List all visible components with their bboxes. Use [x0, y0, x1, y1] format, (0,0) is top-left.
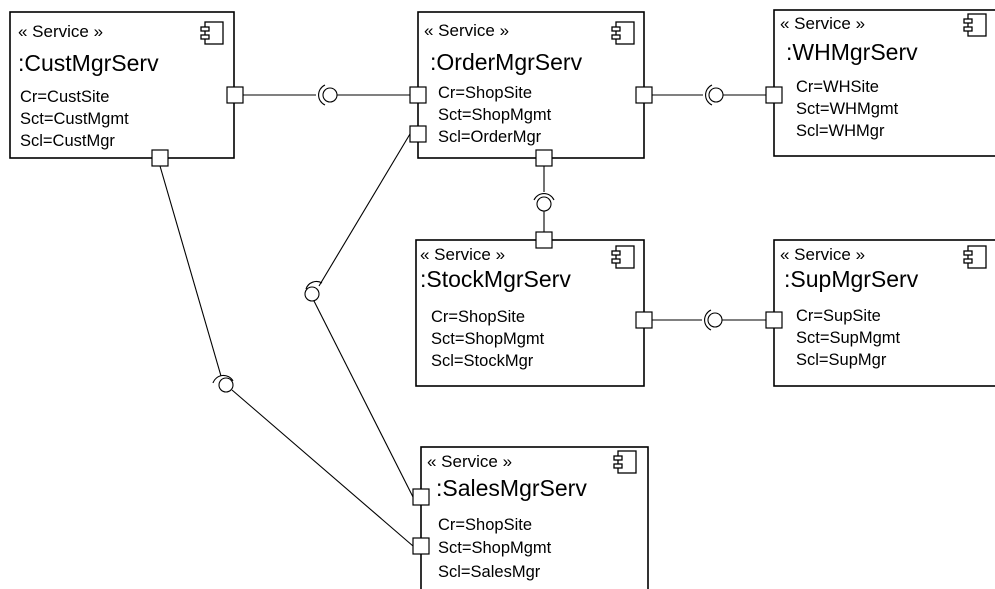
property-sct: Sct=SupMgmt	[796, 329, 900, 347]
ball-order-sales	[304, 286, 320, 302]
component-icon	[963, 245, 987, 269]
property-sct: Sct=ShopMgmt	[438, 106, 552, 124]
component-sales-mgr-serv[interactable]: « Service » :SalesMgrServ Cr=ShopSite Sc…	[420, 446, 649, 589]
component-name: :StockMgrServ	[420, 266, 571, 292]
component-name: :CustMgrServ	[18, 50, 159, 76]
port-cust-right[interactable]	[226, 86, 244, 104]
property-scl: Scl=StockMgr	[431, 352, 534, 370]
socket-order-sales	[305, 280, 323, 290]
socket-cust-order	[318, 84, 326, 106]
ball-order-wh	[708, 87, 724, 103]
property-scl: Scl=OrderMgr	[438, 128, 542, 146]
property-scl: Scl=SupMgr	[796, 351, 887, 369]
port-order-bottom[interactable]	[535, 149, 553, 167]
connector-stock-sup[interactable]	[652, 309, 766, 331]
socket-cust-sales	[212, 374, 234, 384]
stereotype-label: « Service »	[427, 452, 512, 471]
stereotype-label: « Service »	[424, 21, 509, 40]
port-order-left[interactable]	[409, 86, 427, 104]
ports	[151, 86, 783, 555]
socket-order-wh	[705, 84, 713, 106]
property-sct: Sct=WHMgmt	[796, 100, 899, 118]
property-cr: Cr=CustSite	[20, 88, 109, 106]
component-icon	[611, 245, 635, 269]
property-scl: Scl=SalesMgr	[438, 563, 541, 581]
component-icon	[200, 21, 224, 45]
property-scl: Scl=CustMgr	[20, 132, 115, 150]
property-cr: Cr=SupSite	[796, 307, 881, 325]
connector-cust-order[interactable]	[243, 84, 410, 106]
component-stock-mgr-serv[interactable]: « Service » :StockMgrServ Cr=ShopSite Sc…	[415, 239, 645, 387]
ball-order-stock	[536, 196, 552, 212]
property-cr: Cr=WHSite	[796, 78, 879, 96]
connector-order-stock[interactable]	[533, 166, 555, 232]
property-cr: Cr=ShopSite	[431, 308, 525, 326]
port-sales-left-lower[interactable]	[412, 537, 430, 555]
port-wh-left[interactable]	[765, 86, 783, 104]
stereotype-label: « Service »	[780, 245, 865, 264]
port-order-left-lower[interactable]	[409, 125, 427, 143]
port-sup-left[interactable]	[765, 311, 783, 329]
component-icon	[611, 21, 635, 45]
connector-order-wh[interactable]	[652, 84, 766, 106]
port-stock-top[interactable]	[535, 231, 553, 249]
component-cust-mgr-serv[interactable]: « Service » :CustMgrServ Cr=CustSite Sct…	[9, 11, 235, 159]
port-cust-bottom[interactable]	[151, 149, 169, 167]
stereotype-label: « Service »	[780, 14, 865, 33]
component-name: :WHMgrServ	[786, 39, 918, 65]
component-wh-mgr-serv[interactable]: « Service » :WHMgrServ Cr=WHSite Sct=WHM…	[773, 9, 995, 157]
connectors	[159, 84, 766, 547]
ball-cust-order	[322, 87, 338, 103]
component-name: :SalesMgrServ	[436, 475, 587, 501]
component-icon	[613, 450, 637, 474]
ball-stock-sup	[707, 312, 723, 328]
connector-cust-sales[interactable]	[159, 165, 414, 547]
socket-order-stock	[533, 193, 555, 201]
socket-stock-sup	[704, 309, 712, 331]
property-cr: Cr=ShopSite	[438, 84, 532, 102]
connector-order-sales[interactable]	[304, 133, 414, 498]
stereotype-label: « Service »	[18, 22, 103, 41]
property-scl: Scl=WHMgr	[796, 122, 885, 140]
stereotype-label: « Service »	[420, 245, 505, 264]
property-sct: Sct=ShopMgmt	[431, 330, 545, 348]
property-sct: Sct=CustMgmt	[20, 110, 129, 128]
component-name: :SupMgrServ	[784, 266, 919, 292]
component-name: :OrderMgrServ	[430, 49, 583, 75]
property-sct: Sct=ShopMgmt	[438, 539, 552, 557]
ball-cust-sales	[218, 377, 234, 393]
port-stock-right[interactable]	[635, 311, 653, 329]
port-sales-left-upper[interactable]	[412, 488, 430, 506]
component-icon	[963, 13, 987, 37]
component-order-mgr-serv[interactable]: « Service » :OrderMgrServ Cr=ShopSite Sc…	[417, 11, 645, 159]
component-sup-mgr-serv[interactable]: « Service » :SupMgrServ Cr=SupSite Sct=S…	[773, 239, 995, 387]
port-order-right[interactable]	[635, 86, 653, 104]
property-cr: Cr=ShopSite	[438, 516, 532, 534]
